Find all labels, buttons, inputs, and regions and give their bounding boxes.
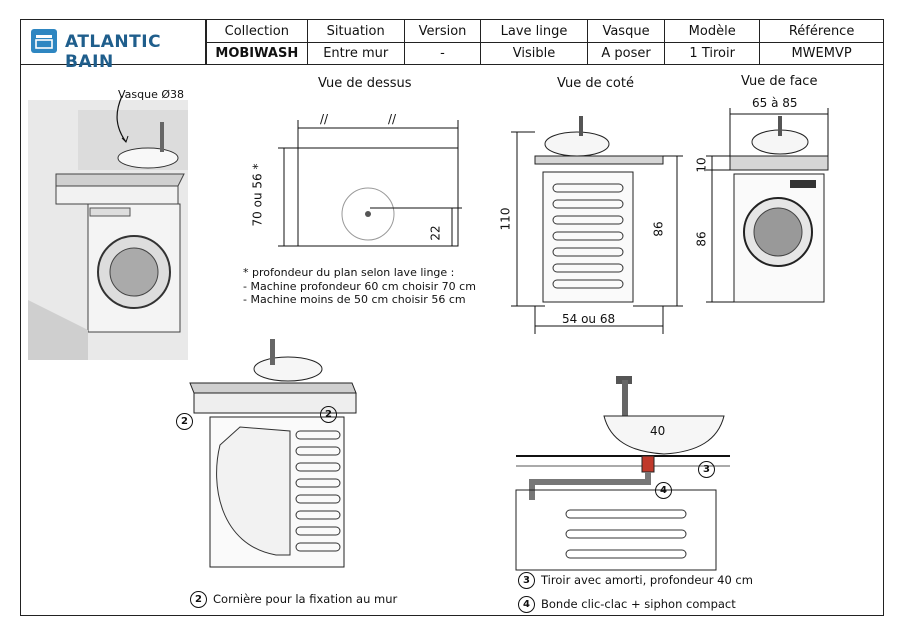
spec-value: - (403, 42, 482, 65)
spec-table: Collection Situation Version Lave linge … (206, 20, 883, 65)
spec-value: 1 Tiroir (664, 42, 761, 65)
spec-sheet: ATLANTIC BAIN Collection Situation Versi… (20, 19, 884, 616)
spec-header: Lave linge (480, 20, 588, 43)
note-line-1: * profondeur du plan selon lave linge : (243, 266, 455, 279)
top-view-title: Vue de dessus (318, 76, 412, 91)
spec-value: MWEMVP (759, 42, 883, 65)
note-line-3: - Machine moins de 50 cm choisir 56 cm (243, 293, 466, 306)
spec-value: MOBIWASH (206, 42, 308, 65)
top-view-drawing (278, 120, 462, 247)
installation-render (28, 100, 188, 360)
front-top-thickness: 10 (694, 157, 709, 173)
header-bar: ATLANTIC BAIN Collection Situation Versi… (21, 20, 883, 72)
side-height-total: 110 (498, 207, 513, 231)
top-offset-dim: 22 (428, 225, 443, 241)
side-view-title: Vue de coté (557, 76, 634, 91)
callout-4: 4 (655, 482, 678, 499)
detail-basin-width: 40 (650, 424, 666, 438)
brand-name: ATLANTIC BAIN (65, 32, 162, 72)
side-width: 54 ou 68 (562, 312, 616, 326)
front-view-drawing (706, 108, 829, 303)
callout-3: 3 (698, 461, 721, 478)
top-mark-left: // (320, 112, 329, 126)
spec-header: Modèle (664, 20, 761, 43)
basin-label: Vasque Ø38 (118, 88, 185, 101)
brand-icon (31, 29, 57, 53)
front-height: 86 (694, 231, 709, 247)
cabinet-perspective (189, 339, 357, 568)
side-view-drawing (511, 116, 683, 334)
spec-value: Entre mur (306, 42, 405, 65)
spec-header: Référence (759, 20, 883, 43)
spec-header: Situation (306, 20, 405, 43)
spec-value: Visible (480, 42, 588, 65)
spec-header: Collection (206, 20, 308, 43)
top-depth-dim: 70 ou 56 * (250, 163, 265, 227)
note-line-2: - Machine profondeur 60 cm choisir 70 cm (243, 280, 476, 293)
siphon-detail (515, 376, 730, 571)
front-view-title: Vue de face (741, 74, 818, 89)
front-width: 65 à 85 (752, 96, 798, 110)
side-height-cabinet: 98 (650, 221, 665, 237)
spec-header: Version (403, 20, 482, 43)
spec-value: A poser (586, 42, 666, 65)
callout-2-left: 2 (176, 413, 199, 430)
spec-header: Vasque (586, 20, 666, 43)
top-mark-right: // (388, 112, 397, 126)
basin-leader (116, 95, 129, 143)
brand-logo: ATLANTIC BAIN (21, 20, 206, 72)
callout-2-right: 2 (320, 406, 343, 423)
